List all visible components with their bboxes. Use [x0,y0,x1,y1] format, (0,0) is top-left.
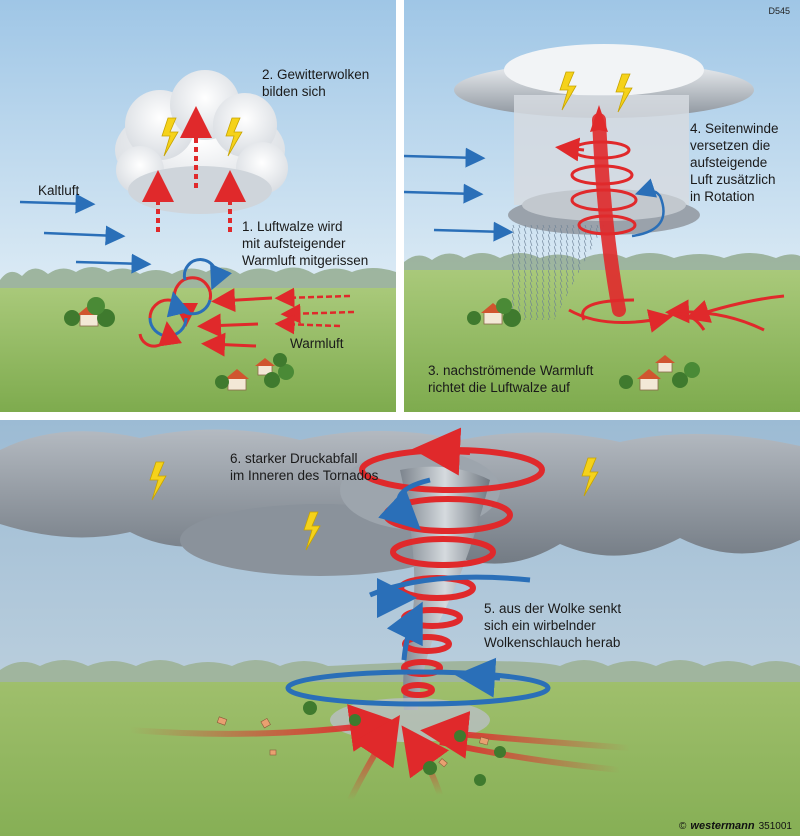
step3-label: 3. nachströmende Warmluft richtet die Lu… [428,363,594,395]
publisher-number: 351001 [758,820,792,832]
step2-label: 2. Gewitterwolken bilden sich [262,67,370,99]
lightning-icon [559,71,577,111]
updraft-column [592,113,626,317]
panel-tornado: 6. starker Druckabfall im Inneren des To… [0,420,800,836]
publisher-brand: westermann [690,820,755,832]
kaltluft-label: Kaltluft [38,183,80,198]
step1-label: 1. Luftwalze wird mit aufsteigender Warm… [242,219,369,268]
air-roll-vortex [138,258,233,348]
house-icon [225,358,275,391]
arrow-icon [43,225,126,246]
tree-icon [467,298,700,389]
arrow-icon [197,313,259,338]
figure-code: D545 [768,6,790,16]
tree-icon [64,297,115,327]
step5-label: 5. aus der Wolke senkt sich ein wirbelnd… [484,601,622,650]
tree-icon [303,701,506,786]
panel2-illustration [404,0,800,412]
copyright-symbol: © [679,820,687,832]
arrow-icon [201,332,257,357]
publisher-credit: © westermann 351001 [679,820,792,832]
warmluft-label: Warmluft [290,336,344,351]
panel-thunderstorm-forms: 2. Gewitterwolken bilden sich Kaltluft 1… [0,0,396,412]
lightning-icon [225,117,243,157]
lightning-icon [303,511,321,551]
arrow-icon [211,288,273,313]
tree-icon [215,353,294,389]
rain-shaft [509,225,604,320]
lightning-icon [615,73,633,113]
step4-label: 4. Seitenwinde versetzen die aufsteigend… [690,121,779,204]
panel-supercell-rotation: D545 4. Seitenwinde versetzen die aufste… [404,0,800,412]
lightning-icon [581,457,599,497]
lightning-icon [149,461,167,501]
arrow-icon [75,253,152,274]
panel1-illustration [0,0,396,412]
flying-debris [216,716,490,768]
panel3-illustration [0,420,800,836]
step6-label: 6. starker Druckabfall im Inneren des To… [230,451,379,483]
arrow-icon [19,193,96,214]
lightning-icon [161,117,179,157]
